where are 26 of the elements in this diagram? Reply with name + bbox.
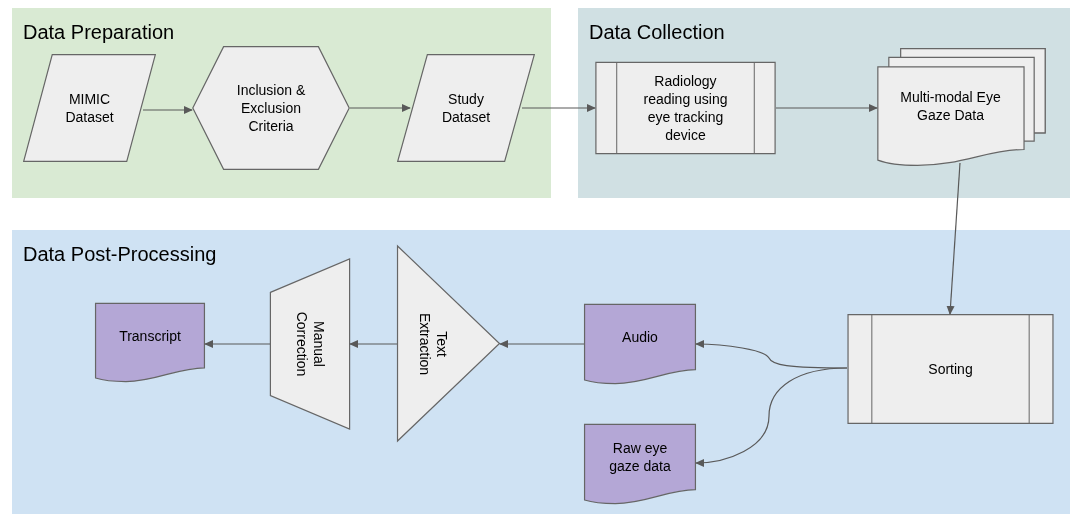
arrow [349,103,411,113]
arrow [775,103,878,113]
arrow [499,339,585,349]
section-title: Data Post-Processing [23,242,217,267]
node-label: Text Extraction [416,311,451,377]
node-label: Multi-modal Eye Gaze Data [899,88,1002,124]
node-label: Radiology reading using eye tracking device [642,72,729,144]
section-panel [12,8,551,198]
node-label: Transcript [119,326,181,345]
node-label: MIMIC Dataset [64,90,115,126]
node-label: Inclusion & Exclusion Criteria [235,81,307,135]
arrow [521,103,596,113]
arrow [204,339,271,349]
node-label: Sorting [928,360,973,378]
node-label: Audio [622,328,658,346]
arrow [695,367,848,467]
section-panel [12,230,1070,514]
node-label: Study Dataset [440,90,492,126]
section-panel [578,8,1070,198]
node-label: Raw eye gaze data [608,439,672,475]
arrow [946,162,961,315]
arrow [349,339,398,349]
section-title: Data Collection [589,20,725,45]
section-title: Data Preparation [23,20,175,45]
arrow [142,105,193,115]
node-label: Manual Correction [293,310,327,379]
